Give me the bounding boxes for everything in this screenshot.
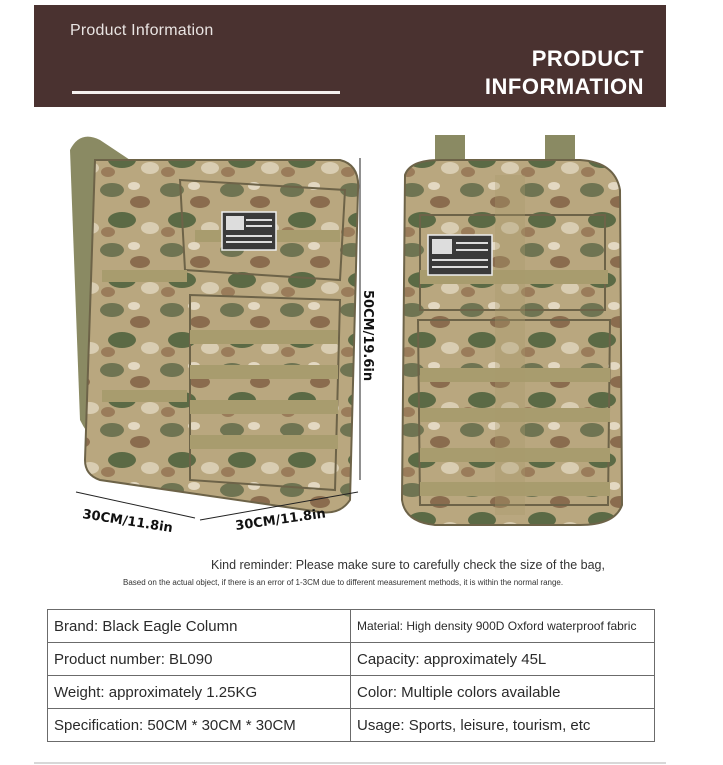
backpack-side-view (70, 136, 360, 514)
width-dimension-label: 30CM/11.8in (234, 506, 326, 534)
product-photo: 50CM/19.6in 30CM/11.8in 30CM/11.8in (70, 135, 624, 536)
spec-material: Material: High density 900D Oxford water… (350, 609, 655, 643)
backpack-front-view (400, 135, 624, 526)
flag-patch-right (427, 234, 493, 276)
table-row: Product number: BL090 Capacity: approxim… (47, 642, 655, 676)
spec-brand: Brand: Black Eagle Column (47, 609, 351, 643)
banner-title-line2: INFORMATION (484, 74, 644, 99)
spec-table: Brand: Black Eagle Column Material: High… (47, 609, 655, 742)
depth-dimension-label: 30CM/11.8in (81, 507, 173, 536)
flag-patch-left (221, 211, 277, 251)
bottom-divider (34, 762, 666, 764)
spec-color: Color: Multiple colors available (350, 675, 655, 709)
width-dimension-line (199, 491, 359, 521)
spec-specification: Specification: 50CM * 30CM * 30CM (47, 708, 351, 742)
spec-usage: Usage: Sports, leisure, tourism, etc (350, 708, 655, 742)
measurement-fine-print: Based on the actual object, if there is … (123, 578, 564, 587)
table-row: Specification: 50CM * 30CM * 30CM Usage:… (47, 708, 655, 742)
table-row: Weight: approximately 1.25KG Color: Mult… (47, 675, 655, 709)
size-reminder: Kind reminder: Please make sure to caref… (211, 558, 605, 572)
banner-underline (72, 91, 340, 94)
banner-subtitle: Product Information (70, 22, 214, 39)
header-banner: Product Information PRODUCT INFORMATION (34, 5, 666, 107)
spec-capacity: Capacity: approximately 45L (350, 642, 655, 676)
banner-title-line1: PRODUCT (531, 46, 644, 71)
spec-weight: Weight: approximately 1.25KG (47, 675, 351, 709)
spec-product-number: Product number: BL090 (47, 642, 351, 676)
table-row: Brand: Black Eagle Column Material: High… (47, 609, 655, 643)
depth-dimension-line (75, 491, 196, 519)
banner-title: PRODUCT INFORMATION (485, 45, 644, 101)
height-dimension-label: 50CM/19.6in (360, 290, 375, 381)
